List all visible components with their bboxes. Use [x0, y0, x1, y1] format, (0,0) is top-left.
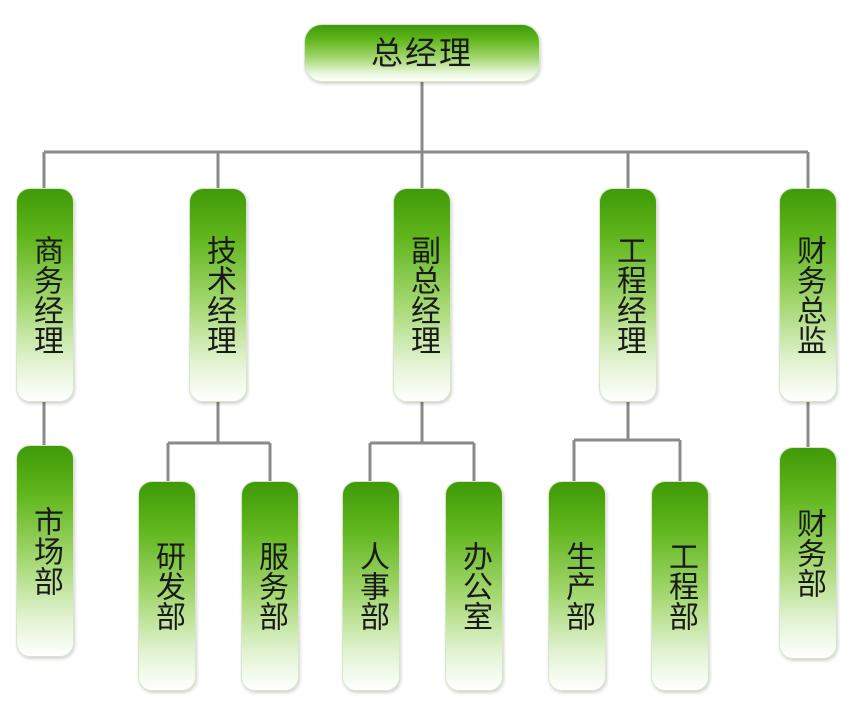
subunit-node-finance: 财务部	[779, 447, 837, 659]
subunit-node-label: 工程部	[663, 541, 698, 631]
dept-node-business-manager: 商务经理	[16, 188, 74, 402]
dept-node-label: 商务经理	[28, 235, 63, 355]
subunit-node-label: 研发部	[150, 541, 185, 631]
dept-node-label: 工程经理	[611, 235, 646, 355]
sub-connector-3	[368, 400, 476, 483]
dept-node-label: 财务总监	[791, 235, 826, 355]
sub-connector-4	[572, 400, 682, 483]
subunit-node-marketing: 市场部	[16, 445, 74, 657]
dept-node-finance-director: 财务总监	[779, 188, 837, 402]
subunit-node-label: 人事部	[354, 541, 389, 631]
subunit-node-label: 服务部	[253, 541, 288, 631]
dept-node-tech-manager: 技术经理	[189, 188, 247, 402]
subunit-node-hr: 人事部	[342, 481, 400, 691]
root-node-label: 总经理	[370, 34, 473, 72]
subunit-node-rnd: 研发部	[138, 481, 196, 691]
subunit-node-label: 市场部	[28, 506, 63, 596]
subunit-node-engineering: 工程部	[651, 481, 709, 691]
subunit-node-label: 财务部	[791, 508, 826, 598]
dept-node-label: 副总经理	[405, 235, 440, 355]
sub-connector-2	[166, 400, 272, 483]
subunit-node-office: 办公室	[445, 481, 503, 691]
dept-node-deputy-gm: 副总经理	[393, 188, 451, 402]
dept-node-label: 技术经理	[201, 235, 236, 355]
dept-node-engineering-manager: 工程经理	[599, 188, 657, 402]
root-node: 总经理	[304, 24, 540, 82]
subunit-node-label: 办公室	[457, 541, 492, 631]
subunit-node-production: 生产部	[548, 481, 606, 691]
subunit-node-service: 服务部	[241, 481, 299, 691]
subunit-node-label: 生产部	[560, 541, 595, 631]
